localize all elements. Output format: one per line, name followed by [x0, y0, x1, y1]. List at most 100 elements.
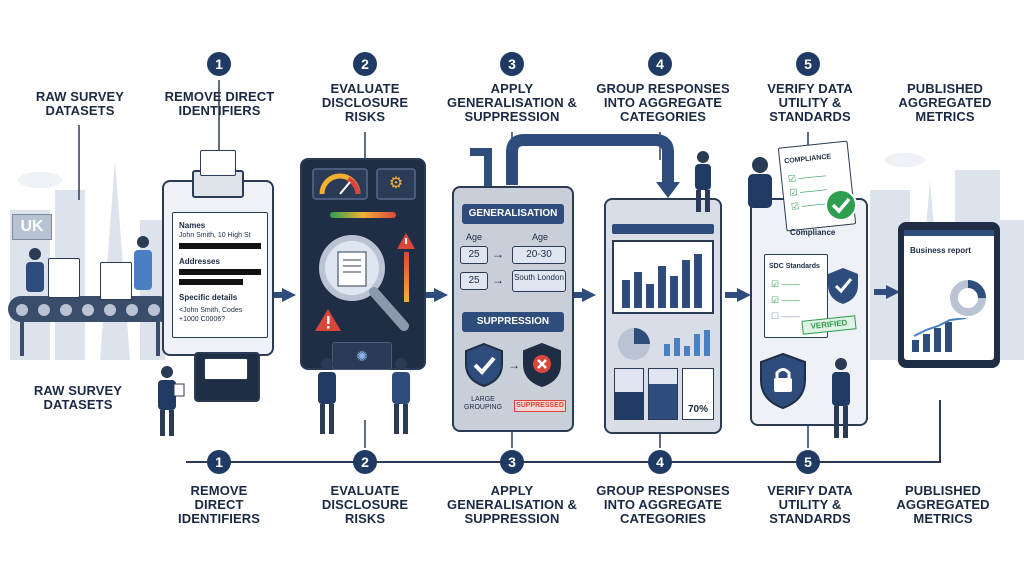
magnifying-glass-icon — [319, 235, 409, 331]
worker-person-icon — [134, 236, 152, 290]
raw-value-chip: 25 — [460, 272, 488, 290]
shield-check-icon — [465, 342, 503, 388]
data-tile — [614, 368, 644, 420]
suppression-title: SUPPRESSION — [462, 312, 564, 332]
bottom-step-4-label: GROUP RESPONSES INTO AGGREGATE CATEGORIE… — [596, 483, 730, 526]
age-label-right: Age — [532, 232, 549, 242]
redaction-bar — [179, 243, 261, 249]
person-with-document-icon — [158, 366, 185, 436]
compliance-title: COMPLIANCE — [783, 153, 832, 166]
redaction-bar — [179, 279, 243, 285]
data-tile-fill — [615, 391, 643, 419]
age-label-left: Age — [466, 232, 483, 242]
checkbox-icon: ☑ ――― — [789, 184, 828, 198]
top-step-5-label: VERIFY DATA UTILITY & STANDARDS — [767, 81, 853, 124]
risk-meter-vertical — [404, 252, 409, 302]
large-grouping-label: LARGE GROUPING — [463, 396, 503, 411]
checkbox-icon: ☑ ―― — [771, 295, 800, 305]
identifier-document: Names John Smith, 10 High St Addresses S… — [172, 212, 268, 338]
compliance-sub-label: Compliance — [790, 228, 836, 237]
top-source-label: RAW SURVEY DATASETS — [35, 89, 125, 118]
top-step-3-number: 3 — [500, 52, 524, 76]
pie-chart-icon — [618, 328, 650, 360]
top-step-5-number: 5 — [796, 52, 820, 76]
check-circle-icon — [825, 189, 857, 221]
redaction-bar — [179, 269, 261, 275]
report-header-bar — [904, 230, 994, 236]
raw-value-chip: 25 — [460, 246, 488, 264]
auditor-person-icon — [748, 157, 772, 208]
arrow-right-icon: → — [492, 247, 504, 261]
suppressed-badge: SUPPRESSED — [514, 400, 566, 412]
details-title: Specific details — [179, 293, 238, 302]
top-step-1-label: REMOVE DIRECT IDENTIFIERS — [164, 89, 275, 118]
top-step-4-label: GROUP RESPONSES INTO AGGREGATE CATEGORIE… — [596, 81, 730, 124]
bottom-source-label: RAW SURVEY DATASETS — [33, 383, 123, 412]
details-value: <John Smith, Codes +1000 C0006? — [179, 307, 243, 323]
shield-check-icon — [828, 268, 858, 304]
addresses-title: Addresses — [179, 257, 220, 266]
raw-data-document-2 — [100, 262, 132, 300]
names-value: John Smith, 10 High St — [179, 232, 251, 239]
network-icon: ✺ — [356, 348, 368, 364]
risk-scale-bar — [330, 212, 396, 218]
sdc-standards-title: SDC Standards — [769, 263, 820, 270]
gauge-dial-icon — [319, 173, 361, 195]
top-output-label: PUBLISHED AGGREGATED METRICS — [898, 81, 992, 124]
data-tile — [648, 368, 678, 420]
bottom-step-2-number: 2 — [353, 450, 377, 474]
analyst-person-icon — [318, 358, 336, 434]
conveyor-rollers — [16, 304, 160, 316]
alert-gear-box: ⚙ — [376, 168, 416, 200]
line-chart-icon — [664, 330, 710, 356]
bottom-step-3-number: 3 — [500, 450, 524, 474]
report-title: Business report — [910, 246, 971, 255]
conveyor-legs — [20, 322, 160, 356]
data-tile-fill — [649, 384, 677, 419]
bottom-step-2-label: EVALUATE DISCLOSURE RISKS — [321, 483, 409, 526]
lock-shield-icon — [760, 352, 806, 410]
arrow-right-icon: → — [492, 273, 504, 287]
gear-icon: ⚙ — [388, 175, 404, 192]
worker-person-icon — [26, 248, 44, 292]
bar-chart-icon — [622, 254, 702, 308]
raw-data-document-1 — [48, 258, 80, 298]
generalised-value-chip: South London — [512, 270, 566, 292]
bottom-step-1-label: REMOVE DIRECT IDENTIFIERS — [178, 483, 260, 526]
percent-value: 70% — [687, 404, 708, 415]
data-tile — [682, 368, 714, 420]
uk-sign: UK — [12, 214, 52, 240]
bottom-output-label: PUBLISHED AGGREGATED METRICS — [896, 483, 990, 526]
top-step-2-number: 2 — [353, 52, 377, 76]
report-bar-chart-icon — [912, 318, 967, 352]
bottom-step-4-number: 4 — [648, 450, 672, 474]
sdc-standards-sheet: SDC Standards ☑ ―― ☑ ―― ☐ ―― — [764, 254, 828, 338]
top-step-1-number: 1 — [207, 52, 231, 76]
arrow-right-icon: → — [508, 358, 520, 372]
top-step-4-number: 4 — [648, 52, 672, 76]
generalisation-title: GENERALISATION — [462, 204, 564, 224]
warning-icon — [315, 309, 341, 331]
shield-x-icon — [523, 342, 561, 388]
engineer-person-icon — [695, 151, 711, 212]
bottom-step-3-label: APPLY GENERALISATION & SUPPRESSION — [447, 483, 577, 526]
top-step-3-label: APPLY GENERALISATION & SUPPRESSION — [447, 81, 577, 124]
network-analysis-box: ✺ — [332, 342, 392, 370]
top-step-2-label: EVALUATE DISCLOSURE RISKS — [321, 81, 409, 124]
generalisation-panel — [452, 186, 574, 432]
generalised-value-chip: 20-30 — [512, 246, 566, 264]
bottom-step-1-number: 1 — [207, 450, 231, 474]
analyst-person-icon — [392, 358, 410, 434]
bottom-step-5-label: VERIFY DATA UTILITY & STANDARDS — [767, 483, 853, 526]
shredder-paper — [200, 150, 236, 176]
names-title: Names — [179, 221, 206, 230]
reviewer-person-icon — [832, 358, 850, 438]
bottom-step-5-number: 5 — [796, 450, 820, 474]
checkbox-icon: ☐ ―― — [771, 311, 800, 321]
risk-gauge — [312, 168, 368, 200]
checkbox-icon: ☑ ――― — [787, 170, 827, 184]
report-screen: Business report — [904, 230, 994, 360]
shredded-document — [204, 358, 248, 380]
server-rack-top — [612, 224, 714, 234]
